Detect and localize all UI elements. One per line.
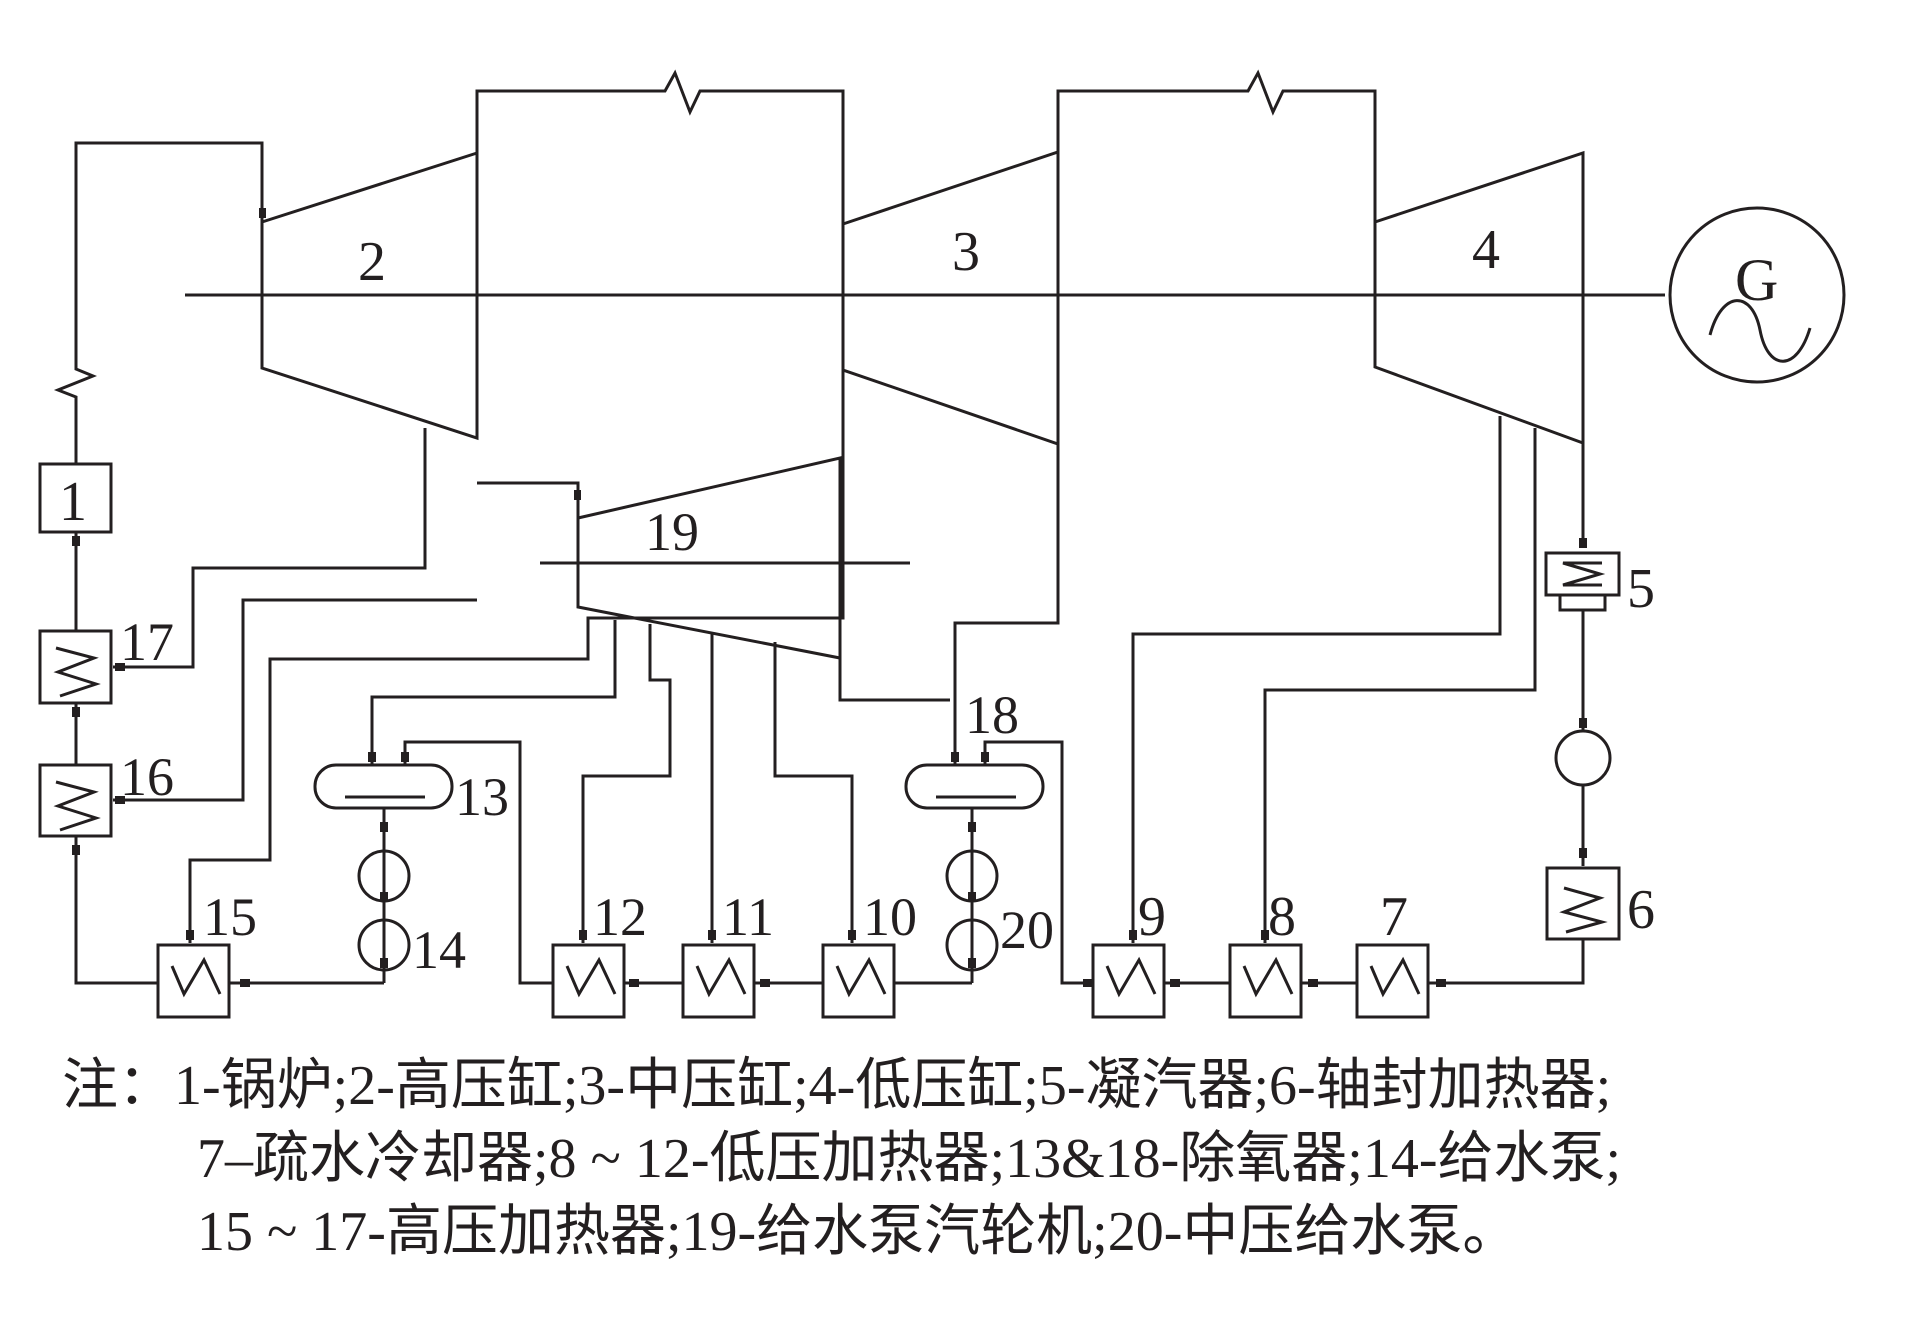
lp-heater-12-coil xyxy=(565,956,617,998)
note-line-3: 15 ~ 17-高压加热器;19-给水泵汽轮机;20-中压给水泵。 xyxy=(197,1201,1519,1263)
hp-heater-16-coil xyxy=(53,780,101,832)
extraction-to-17 xyxy=(113,428,427,669)
condenser-hotwell xyxy=(1558,593,1607,612)
shaft-seal-heater-coil xyxy=(1559,886,1608,934)
fw-15-to-16 xyxy=(74,836,158,985)
lp-heater-11-coil xyxy=(695,956,747,998)
lp-heater-9-coil xyxy=(1105,956,1157,998)
label-2: 2 xyxy=(358,231,386,293)
extraction-to-18 xyxy=(953,444,1060,765)
lp-turbine xyxy=(1373,150,1585,446)
label-8: 8 xyxy=(1268,886,1296,948)
label-4: 4 xyxy=(1472,219,1500,281)
lp-heater-10 xyxy=(821,943,896,1019)
deaerator-13 xyxy=(313,763,454,810)
note-text-1: 1-锅炉;2-高压缸;3-中压缸;4-低压缸;5-凝汽器;6-轴封加热器; xyxy=(174,1055,1612,1117)
label-12: 12 xyxy=(593,887,647,947)
label-20: 20 xyxy=(1000,900,1054,960)
label-14: 14 xyxy=(412,920,466,980)
note-line-1: 注：1-锅炉;2-高压缸;3-中压缸;4-低压缸;5-凝汽器;6-轴封加热器; xyxy=(62,1050,1902,1123)
note-line-2: 7–疏水冷却器;8 ~ 12-低压加热器;13&18-除氧器;14-给水泵; xyxy=(197,1128,1622,1190)
label-generator: G xyxy=(1735,247,1778,313)
drain-cooler-7-coil xyxy=(1369,956,1421,998)
deaerator-18 xyxy=(904,763,1045,810)
extraction-to-8 xyxy=(1263,428,1537,943)
label-11: 11 xyxy=(722,887,774,947)
label-3: 3 xyxy=(952,221,980,283)
crossover-line xyxy=(1056,69,1377,444)
fpt-exhaust xyxy=(838,658,950,702)
feed-pump-14b xyxy=(357,918,411,972)
lp-heater-11 xyxy=(681,943,756,1019)
condensate-pump xyxy=(1554,729,1612,787)
extraction-to-16 xyxy=(113,598,477,802)
label-13: 13 xyxy=(455,767,509,827)
main-steam-line xyxy=(53,141,264,464)
condenser-coil xyxy=(1562,561,1606,587)
generator xyxy=(1668,206,1846,384)
ip-turbine xyxy=(841,149,1060,447)
hp-heater-15-coil xyxy=(170,956,222,998)
label-7: 7 xyxy=(1380,886,1408,948)
drain-to-18 xyxy=(983,740,1093,985)
label-6: 6 xyxy=(1627,879,1655,941)
label-1: 1 xyxy=(59,471,87,533)
label-17: 17 xyxy=(120,612,174,672)
label-5: 5 xyxy=(1627,558,1655,620)
hp-heater-17-coil xyxy=(53,646,101,698)
drain-to-13 xyxy=(403,740,553,985)
lp-heater-8 xyxy=(1228,943,1303,1019)
note-prefix: 注： xyxy=(62,1055,174,1117)
generator-sine-symbol xyxy=(1708,299,1812,363)
hp-heater-15 xyxy=(156,943,231,1019)
label-15: 15 xyxy=(203,887,257,947)
reheat-line xyxy=(475,69,845,438)
extraction-to-15 xyxy=(188,370,845,943)
lp-heater-9 xyxy=(1091,943,1166,1019)
lp-heater-10-coil xyxy=(835,956,887,998)
condenser xyxy=(1544,551,1621,597)
label-19: 19 xyxy=(645,502,699,562)
label-9: 9 xyxy=(1138,886,1166,948)
lp-heater-12 xyxy=(551,943,626,1019)
extraction-to-13 xyxy=(370,620,617,765)
label-18: 18 xyxy=(965,685,1019,745)
drain-cooler-7 xyxy=(1355,943,1430,1019)
fpt-extraction-10 xyxy=(773,642,854,943)
feed-pump-turbine xyxy=(576,456,842,660)
label-16: 16 xyxy=(120,747,174,807)
fpt-steam-supply xyxy=(477,481,580,518)
label-10: 10 xyxy=(863,887,917,947)
lp-heater-8-coil xyxy=(1242,956,1294,998)
extraction-to-9 xyxy=(1131,416,1502,943)
flow-markers xyxy=(72,208,1587,987)
fpt-extraction-12 xyxy=(581,624,672,943)
diagram-notes: 注：1-锅炉;2-高压缸;3-中压缸;4-低压缸;5-凝汽器;6-轴封加热器; … xyxy=(62,1050,1902,1269)
pump-20b xyxy=(945,918,999,972)
fw-6-to-7 xyxy=(1428,939,1585,985)
